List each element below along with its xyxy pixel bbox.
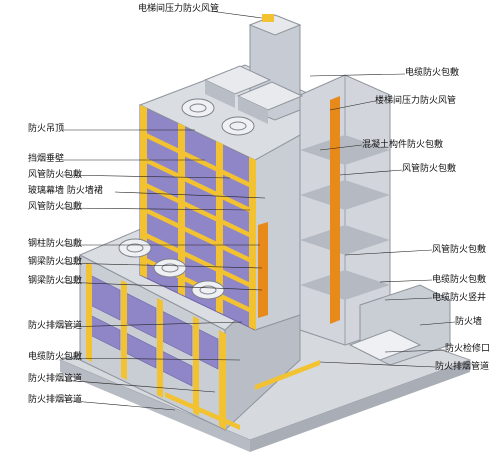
label-cable-shaft: 电缆防火竖井 [432,293,487,303]
label-steel-column-wrap: 钢柱防火包敷 [28,239,83,249]
roof-unit-1-side [205,80,235,108]
core-vertical-duct [330,96,340,324]
fan-icon [118,238,225,300]
label-smoke-exhaust-duct-1: 防火排烟管道 [28,321,83,331]
basement-edge [60,360,250,452]
leader-lines [61,10,456,411]
tower-steel-columns [140,105,256,330]
label-smoke-exhaust-duct-right: 防火排烟管道 [435,362,490,372]
label-smoke-exhaust-duct-3: 防火排烟管道 [28,395,83,405]
smoke-exhaust-ducts [165,360,320,430]
inspection-port-box [348,329,422,361]
basement-edge-right [250,360,470,452]
label-concrete-member-wrap: 混凝土构件防火包敷 [362,140,444,150]
label-smoke-barrier: 挡烟垂壁 [28,154,65,164]
orange-fireproof-column [258,222,268,318]
fan-icon [181,98,255,136]
label-fire-ceiling: 防火吊顶 [28,124,65,134]
elevator-duct-damper [262,14,274,22]
label-duct-wrap-right-1: 风管防火包敷 [402,164,457,174]
roof-unit-2-side [238,96,268,124]
label-cable-wrap-top: 电缆防火包敷 [405,68,460,78]
label-inspection-port: 防火检修口 [445,344,491,354]
label-fire-wall: 防火墙 [455,317,483,327]
label-smoke-exhaust-duct-2: 防火排烟管道 [28,374,83,384]
podium-steel-columns [86,262,226,430]
label-cable-wrap-right: 电缆防火包敷 [432,275,487,285]
label-steel-beam-wrap-2: 钢梁防火包敷 [28,276,83,286]
label-stairwell-pressure-duct: 楼梯间压力防火风管 [375,96,457,106]
label-steel-beam-wrap-1: 钢梁防火包敷 [28,257,83,267]
label-elevator-pressure-duct: 电梯间压力防火风管 [138,4,220,14]
label-duct-wrap-2: 风管防火包敷 [28,202,83,212]
label-cable-wrap-bottom: 电缆防火包敷 [28,352,83,362]
label-duct-wrap-right-2: 风管防火包敷 [432,245,487,255]
label-duct-wrap-1: 风管防火包敷 [28,170,83,180]
label-glass-curtain-wall: 玻璃幕墙 防火墙裙 [28,186,103,196]
core-floor-slabs [300,135,390,300]
